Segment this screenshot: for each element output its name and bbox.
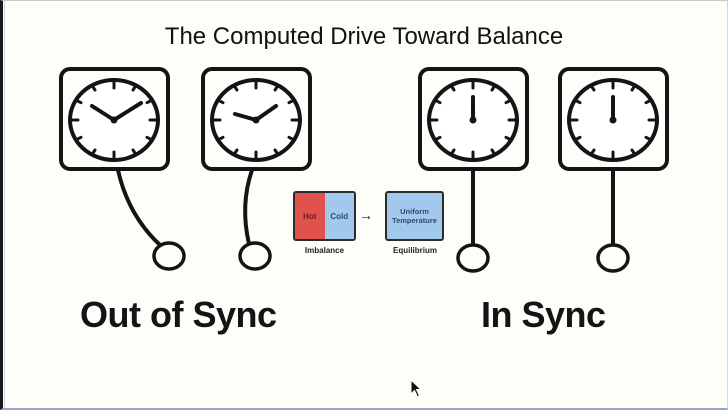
arrow-right-icon: → xyxy=(359,207,373,223)
clock-1 xyxy=(59,67,186,271)
cold-region: Cold xyxy=(324,193,354,239)
mouse-cursor-icon xyxy=(410,379,423,398)
equilibrium-line-2: Temperature xyxy=(392,216,437,225)
equilibrium-box: Uniform Temperature xyxy=(385,191,444,241)
frame-edge xyxy=(4,1,5,408)
imbalance-caption: Imbalance xyxy=(304,246,345,255)
in-sync-label: In Sync xyxy=(481,294,606,335)
clock-2 xyxy=(201,67,312,271)
equilibrium-line-1: Uniform xyxy=(400,206,429,216)
clock-3 xyxy=(418,67,529,273)
equilibrium-caption: Equilibrium xyxy=(393,246,437,255)
clock-4 xyxy=(558,67,669,273)
hot-region: Hot xyxy=(295,193,325,239)
slide-title: The Computed Drive Toward Balance xyxy=(164,23,564,50)
out-of-sync-label: Out of Sync xyxy=(80,294,277,335)
imbalance-box: Hot Cold xyxy=(293,191,356,241)
